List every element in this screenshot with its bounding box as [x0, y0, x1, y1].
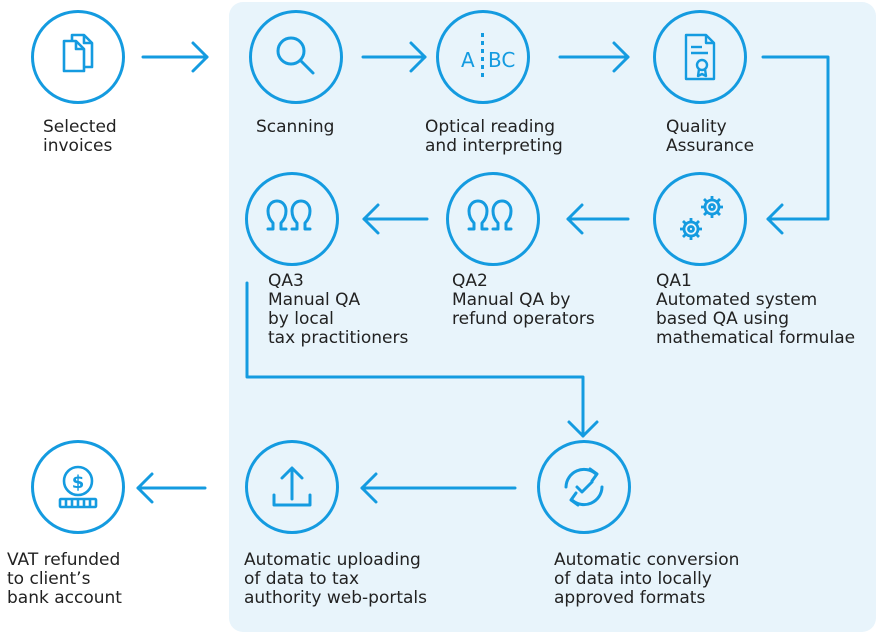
- scanning-node: [249, 10, 343, 104]
- certificate-icon: [684, 33, 716, 81]
- refresh-check-icon: [564, 467, 604, 507]
- optical-reading-label: Optical reading and interpreting: [425, 117, 563, 156]
- upload-icon: [272, 466, 312, 507]
- vat-refunded-label: VAT refunded to client’s bank account: [7, 550, 122, 608]
- uploading-label: Automatic uploading of data to tax autho…: [244, 550, 428, 608]
- arrow-down-to-qa1: [761, 55, 830, 235]
- selected-invoices-label: Selected invoices: [43, 117, 117, 156]
- arrow-right: [361, 41, 427, 73]
- conversion-label: Automatic conversion of data into locall…: [554, 550, 740, 608]
- arrow-left: [566, 203, 630, 235]
- search-icon: [276, 36, 315, 75]
- qa2-label: QA2 Manual QA by refund operators: [452, 271, 595, 329]
- conversion-node: [537, 440, 631, 534]
- qa1-node: [653, 172, 747, 266]
- people-icon: [266, 199, 312, 231]
- arrow-right: [558, 41, 630, 73]
- vat-refunded-node: $: [31, 440, 125, 534]
- abc-icon-bc: BC: [488, 48, 515, 72]
- arrow-left: [360, 472, 517, 504]
- abc-icon: A BC: [461, 33, 515, 77]
- coin-icon: $: [58, 465, 98, 509]
- qa3-node: [245, 172, 339, 266]
- quality-assurance-node: [653, 10, 747, 104]
- documents-icon: [62, 33, 94, 73]
- arrow-left: [136, 472, 207, 504]
- arrow-left: [362, 203, 429, 235]
- abc-icon-a: A: [461, 48, 475, 72]
- scanning-label: Scanning: [256, 117, 335, 137]
- arrow-right: [141, 41, 209, 73]
- gears-icon: [680, 196, 723, 240]
- selected-invoices-node: [31, 10, 125, 104]
- qa1-label: QA1 Automated system based QA using math…: [656, 271, 856, 348]
- qa2-node: [446, 172, 540, 266]
- dollar-sign: $: [72, 472, 85, 493]
- optical-reading-node: A BC: [436, 10, 530, 104]
- quality-assurance-label: Quality Assurance: [666, 117, 755, 156]
- arrow-down-to-conversion: [245, 281, 599, 438]
- qa3-label: QA3 Manual QA by local tax practitioners: [268, 271, 409, 348]
- people-icon: [467, 199, 513, 231]
- uploading-node: [245, 440, 339, 534]
- process-panel: [229, 2, 876, 632]
